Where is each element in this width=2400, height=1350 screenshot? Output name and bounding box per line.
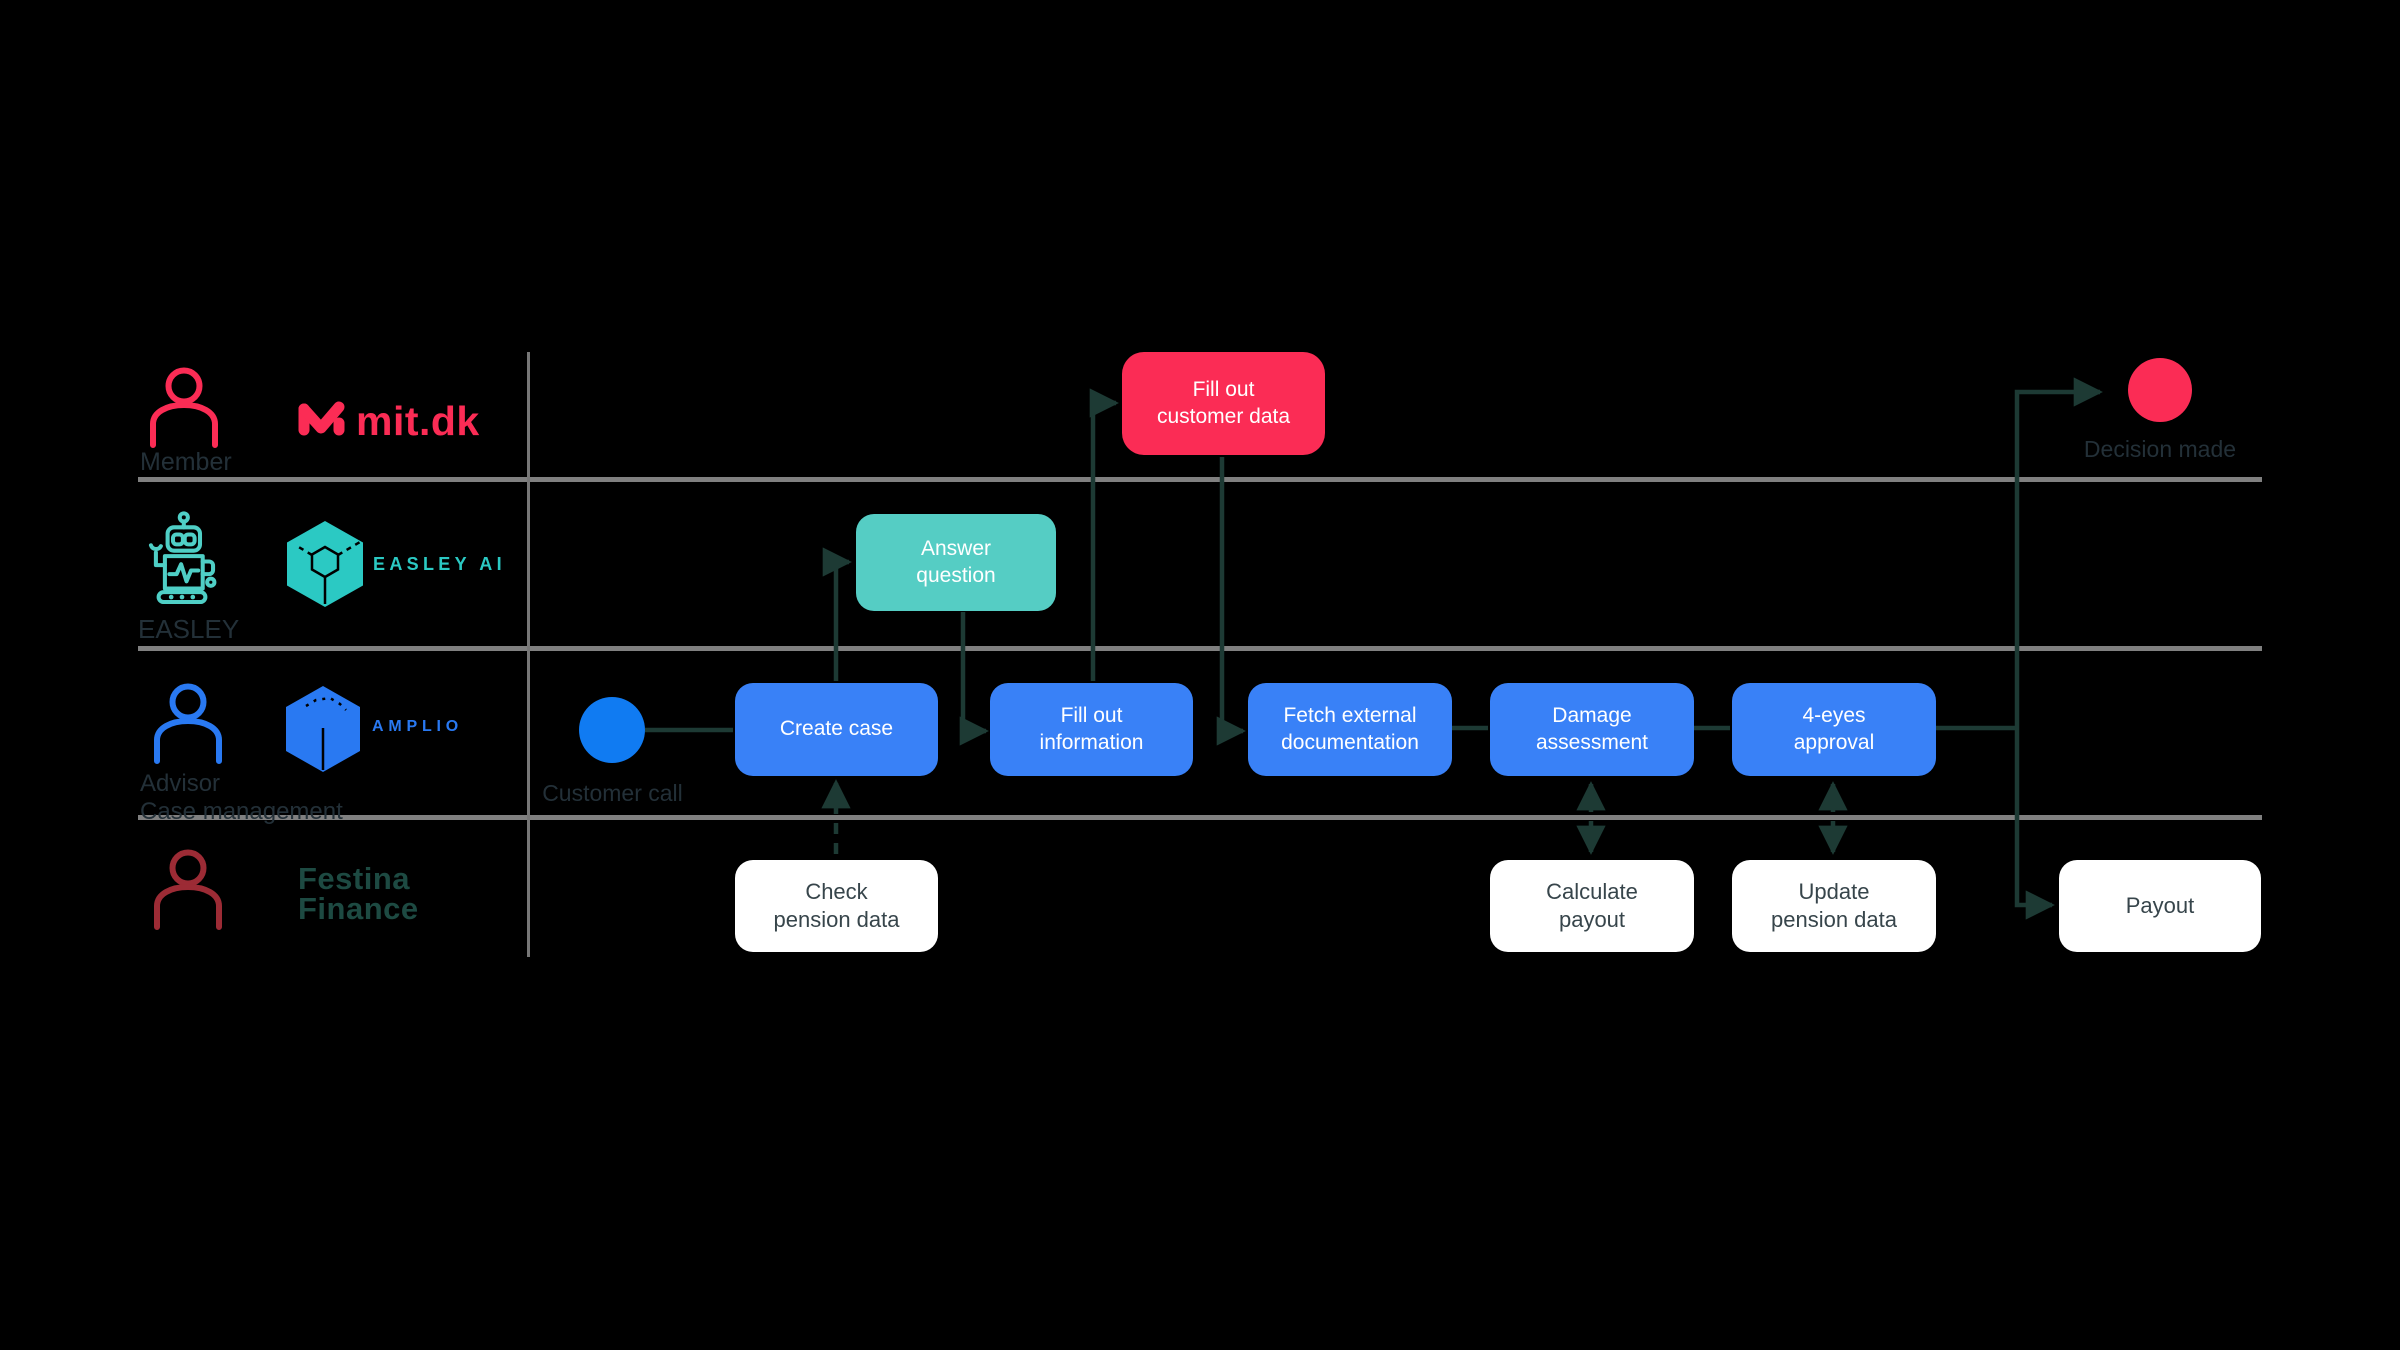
lane-header-divider <box>527 352 530 957</box>
mitdk-logo: mit.dk <box>296 396 480 447</box>
task-payout: Payout <box>2059 860 2261 952</box>
task-fill-out-customer-data-line2: customer data <box>1156 404 1291 428</box>
task-fill-out-information: Fill out information <box>990 683 1193 776</box>
lane-member-label: Member <box>140 448 232 476</box>
task-check-pension-data-line1: Check <box>805 879 868 905</box>
lane-advisor-label-line2: Case management <box>140 798 343 825</box>
festina-finance-logo: Festina Finance <box>298 861 419 926</box>
task-answer-question-line1: Answer <box>920 536 992 560</box>
lane-separator-1 <box>138 477 2262 482</box>
task-create-case-label: Create case <box>779 717 894 741</box>
task-create-case: Create case <box>735 683 938 776</box>
lane-separator-3 <box>138 815 2262 820</box>
task-four-eyes-approval-line1: 4-eyes <box>1802 703 1866 727</box>
robot-icon <box>146 510 218 604</box>
mitdk-logo-text: mit.dk <box>356 398 480 444</box>
task-update-pension-data: Update pension data <box>1732 860 1936 952</box>
member-person-icon <box>146 366 222 448</box>
task-update-pension-data-line2: pension data <box>1771 907 1897 932</box>
advisor-person-icon <box>150 682 226 764</box>
lane-advisor-label-line1: Advisor <box>140 770 221 797</box>
festina-person-icon <box>150 848 226 930</box>
task-fetch-external-documentation: Fetch external documentation <box>1248 683 1452 776</box>
task-fetch-external-documentation-line2: documentation <box>1281 730 1419 754</box>
task-check-pension-data-line2: pension data <box>773 907 900 932</box>
decision-made-label: Decision made <box>2083 436 2237 462</box>
start-event-customer-call <box>579 697 645 763</box>
mitdk-logo-icon <box>296 396 346 447</box>
task-calculate-payout-line1: Calculate <box>1546 879 1638 905</box>
festina-logo-line1: Festina <box>298 861 411 896</box>
task-fill-out-information-line1: Fill out <box>1060 703 1123 727</box>
task-four-eyes-approval: 4-eyes approval <box>1732 683 1936 776</box>
task-fill-out-information-line2: information <box>1039 730 1144 754</box>
task-payout-label: Payout <box>2125 893 2195 919</box>
easley-ai-logo-text: EASLEY AI <box>373 554 506 574</box>
lane-easley-label: EASLEY <box>138 614 240 644</box>
task-fill-out-customer-data-line1: Fill out <box>1192 377 1255 401</box>
task-answer-question-line2: question <box>916 563 996 587</box>
task-fetch-external-documentation-line1: Fetch external <box>1283 703 1417 727</box>
task-four-eyes-approval-line2: approval <box>1793 730 1875 754</box>
task-answer-question: Answer question <box>856 514 1056 611</box>
task-calculate-payout: Calculate payout <box>1490 860 1694 952</box>
easley-ai-logo-icon <box>287 521 363 607</box>
festina-logo-line2: Finance <box>298 891 419 926</box>
task-damage-assessment-line1: Damage <box>1552 703 1632 727</box>
task-calculate-payout-line2: payout <box>1558 907 1626 932</box>
end-event-decision-made <box>2128 358 2192 422</box>
customer-call-label: Customer call <box>542 780 683 806</box>
task-check-pension-data: Check pension data <box>735 860 938 952</box>
lane-advisor-label: Advisor Case management <box>140 770 343 826</box>
task-fill-out-customer-data: Fill out customer data <box>1122 352 1325 455</box>
amplio-logo-icon <box>286 686 360 772</box>
lane-separator-2 <box>138 646 2262 651</box>
task-update-pension-data-line1: Update <box>1798 879 1870 905</box>
amplio-logo-text: AMPLIO <box>372 718 464 735</box>
task-damage-assessment: Damage assessment <box>1490 683 1694 776</box>
task-damage-assessment-line2: assessment <box>1535 730 1649 754</box>
